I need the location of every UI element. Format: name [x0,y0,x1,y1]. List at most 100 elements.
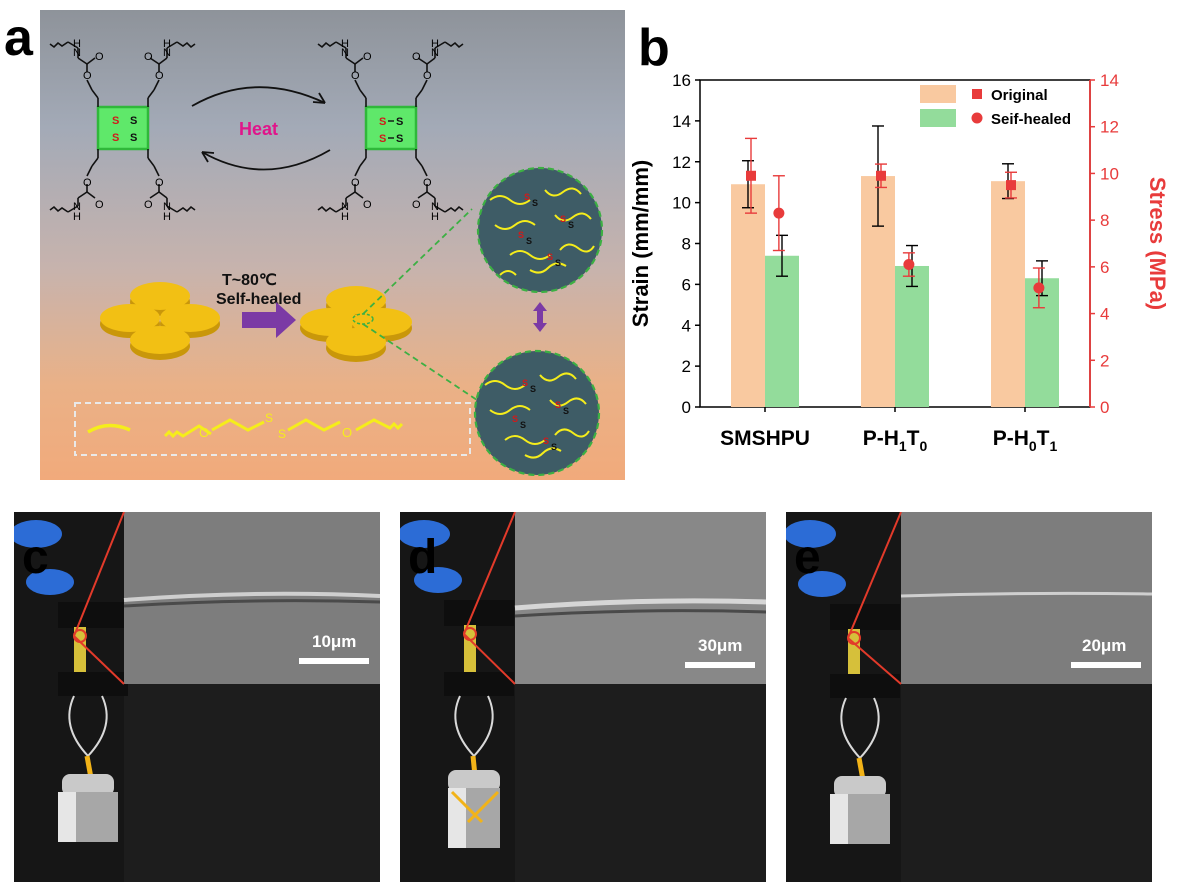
atom-s: S [130,132,137,144]
scheme-panel: O O O O N H N H O O O O N H N H S S S S [40,10,625,480]
atom-o: O [155,70,164,82]
atom-n: N [341,47,349,59]
atom-h: H [163,211,171,223]
atom-n: N [341,201,349,213]
scale-bar-label-d: 30μm [698,636,743,655]
tensile-photo-e [786,512,1152,882]
y2-tick-label: 0 [1100,398,1109,417]
stress-point-self-healed [1033,282,1045,294]
y-tick-label: 16 [672,71,691,90]
svg-text:S: S [526,236,532,246]
legend-atom-o: O [199,425,209,440]
svg-text:S: S [543,436,549,446]
network-zoom-top: SS SS SS SS [476,166,604,294]
scale-bar-label-c: 10μm [312,632,357,651]
network-zoom-bottom: SS SS SS SS [473,349,601,477]
atom-n: N [431,201,439,213]
photo-panel-c: c 10μm [14,512,380,882]
svg-text:S: S [520,420,526,430]
y-axis-label: Strain (mm/mm) [628,160,653,327]
y-tick-label: 10 [672,194,691,213]
y-tick-label: 2 [682,357,691,376]
photo-panel-e: e 20μm [786,512,1152,882]
legend-marker-square [972,89,982,99]
atom-n: N [73,201,81,213]
process-temperature: T~80℃ [222,272,277,289]
y2-axis-label: Stress (MPa) [1145,177,1170,310]
photo-label-c: c [22,531,49,584]
svg-text:S: S [518,230,524,240]
zoom-lines [362,208,481,403]
atom-h: H [73,211,81,223]
atom-o: O [95,199,104,211]
sample-before-healing [100,282,220,360]
atom-o: O [155,177,164,189]
atom-s: S [112,115,119,127]
y-tick-label: 0 [682,398,691,417]
y2-tick-label: 12 [1100,118,1119,137]
y2-tick-label: 4 [1100,305,1109,324]
y2-tick-label: 6 [1100,258,1109,277]
y2-tick-label: 2 [1100,351,1109,370]
atom-o: O [351,70,360,82]
legend-label: Original [991,87,1048,104]
atom-o: O [144,51,153,63]
bar-original [991,181,1025,407]
atom-h: H [163,38,171,50]
molecule-exchanged-atoms: O O O O N H N H O O O O N H N H S S S S [341,38,439,223]
y-tick-label: 6 [682,275,691,294]
scale-bar-c [299,658,369,664]
svg-text:S: S [555,400,561,410]
bar-self-healed [1025,278,1059,407]
bar-original [731,184,765,407]
bar-self-healed [895,265,929,407]
atom-h: H [341,211,349,223]
atom-o: O [412,199,421,211]
legend-atom-s: S [278,427,286,441]
photo-panel-d: d 30μm [400,512,766,882]
legend-swatch-self-healed [920,109,956,127]
svg-text:S: S [568,220,574,230]
y2-tick-label: 10 [1100,164,1119,183]
svg-text:S: S [532,198,538,208]
y2-tick-label: 14 [1100,71,1119,90]
self-healing-scheme: O O O O N H N H O O O O N H N H S S S S [49,38,604,477]
svg-text:S: S [522,378,528,388]
x-tick-label: P-H0T1 [993,427,1058,454]
atom-o: O [83,177,92,189]
double-arrow [533,302,547,332]
stress-point-original [746,170,756,181]
molecule-closed-atoms: O O O O N H N H O O O O N H N H S S S S [73,38,171,223]
atom-o: O [144,199,153,211]
stress-point-self-healed [773,207,785,219]
molecule-exchanged [317,41,464,213]
sample-after-healing [300,286,412,362]
panel-label-a: a [4,9,33,67]
scale-bar-e [1071,662,1141,668]
stress-point-self-healed [903,259,915,271]
y-tick-label: 8 [682,235,691,254]
legend-label: Seif-healed [991,111,1071,128]
panel-label-b: b [638,19,670,77]
atom-n: N [163,47,171,59]
svg-text:S: S [551,442,557,452]
svg-text:S: S [555,258,561,268]
legend-atom-s: S [265,411,273,425]
svg-text:S: S [524,192,530,202]
molecule-closed [49,41,196,213]
svg-text:S: S [512,414,518,424]
photo-label-d: d [408,531,438,584]
tensile-photo-c [14,512,380,882]
atom-s: S [112,132,119,144]
atom-n: N [431,47,439,59]
x-tick-label: P-H1T0 [863,427,928,454]
legend-atom-o: O [342,425,352,440]
atom-h: H [431,38,439,50]
scale-bar-label-e: 20μm [1082,636,1127,655]
atom-o: O [83,70,92,82]
photo-label-e: e [794,531,821,584]
atom-s: S [379,116,386,128]
atom-h: H [341,38,349,50]
atom-h: H [431,211,439,223]
